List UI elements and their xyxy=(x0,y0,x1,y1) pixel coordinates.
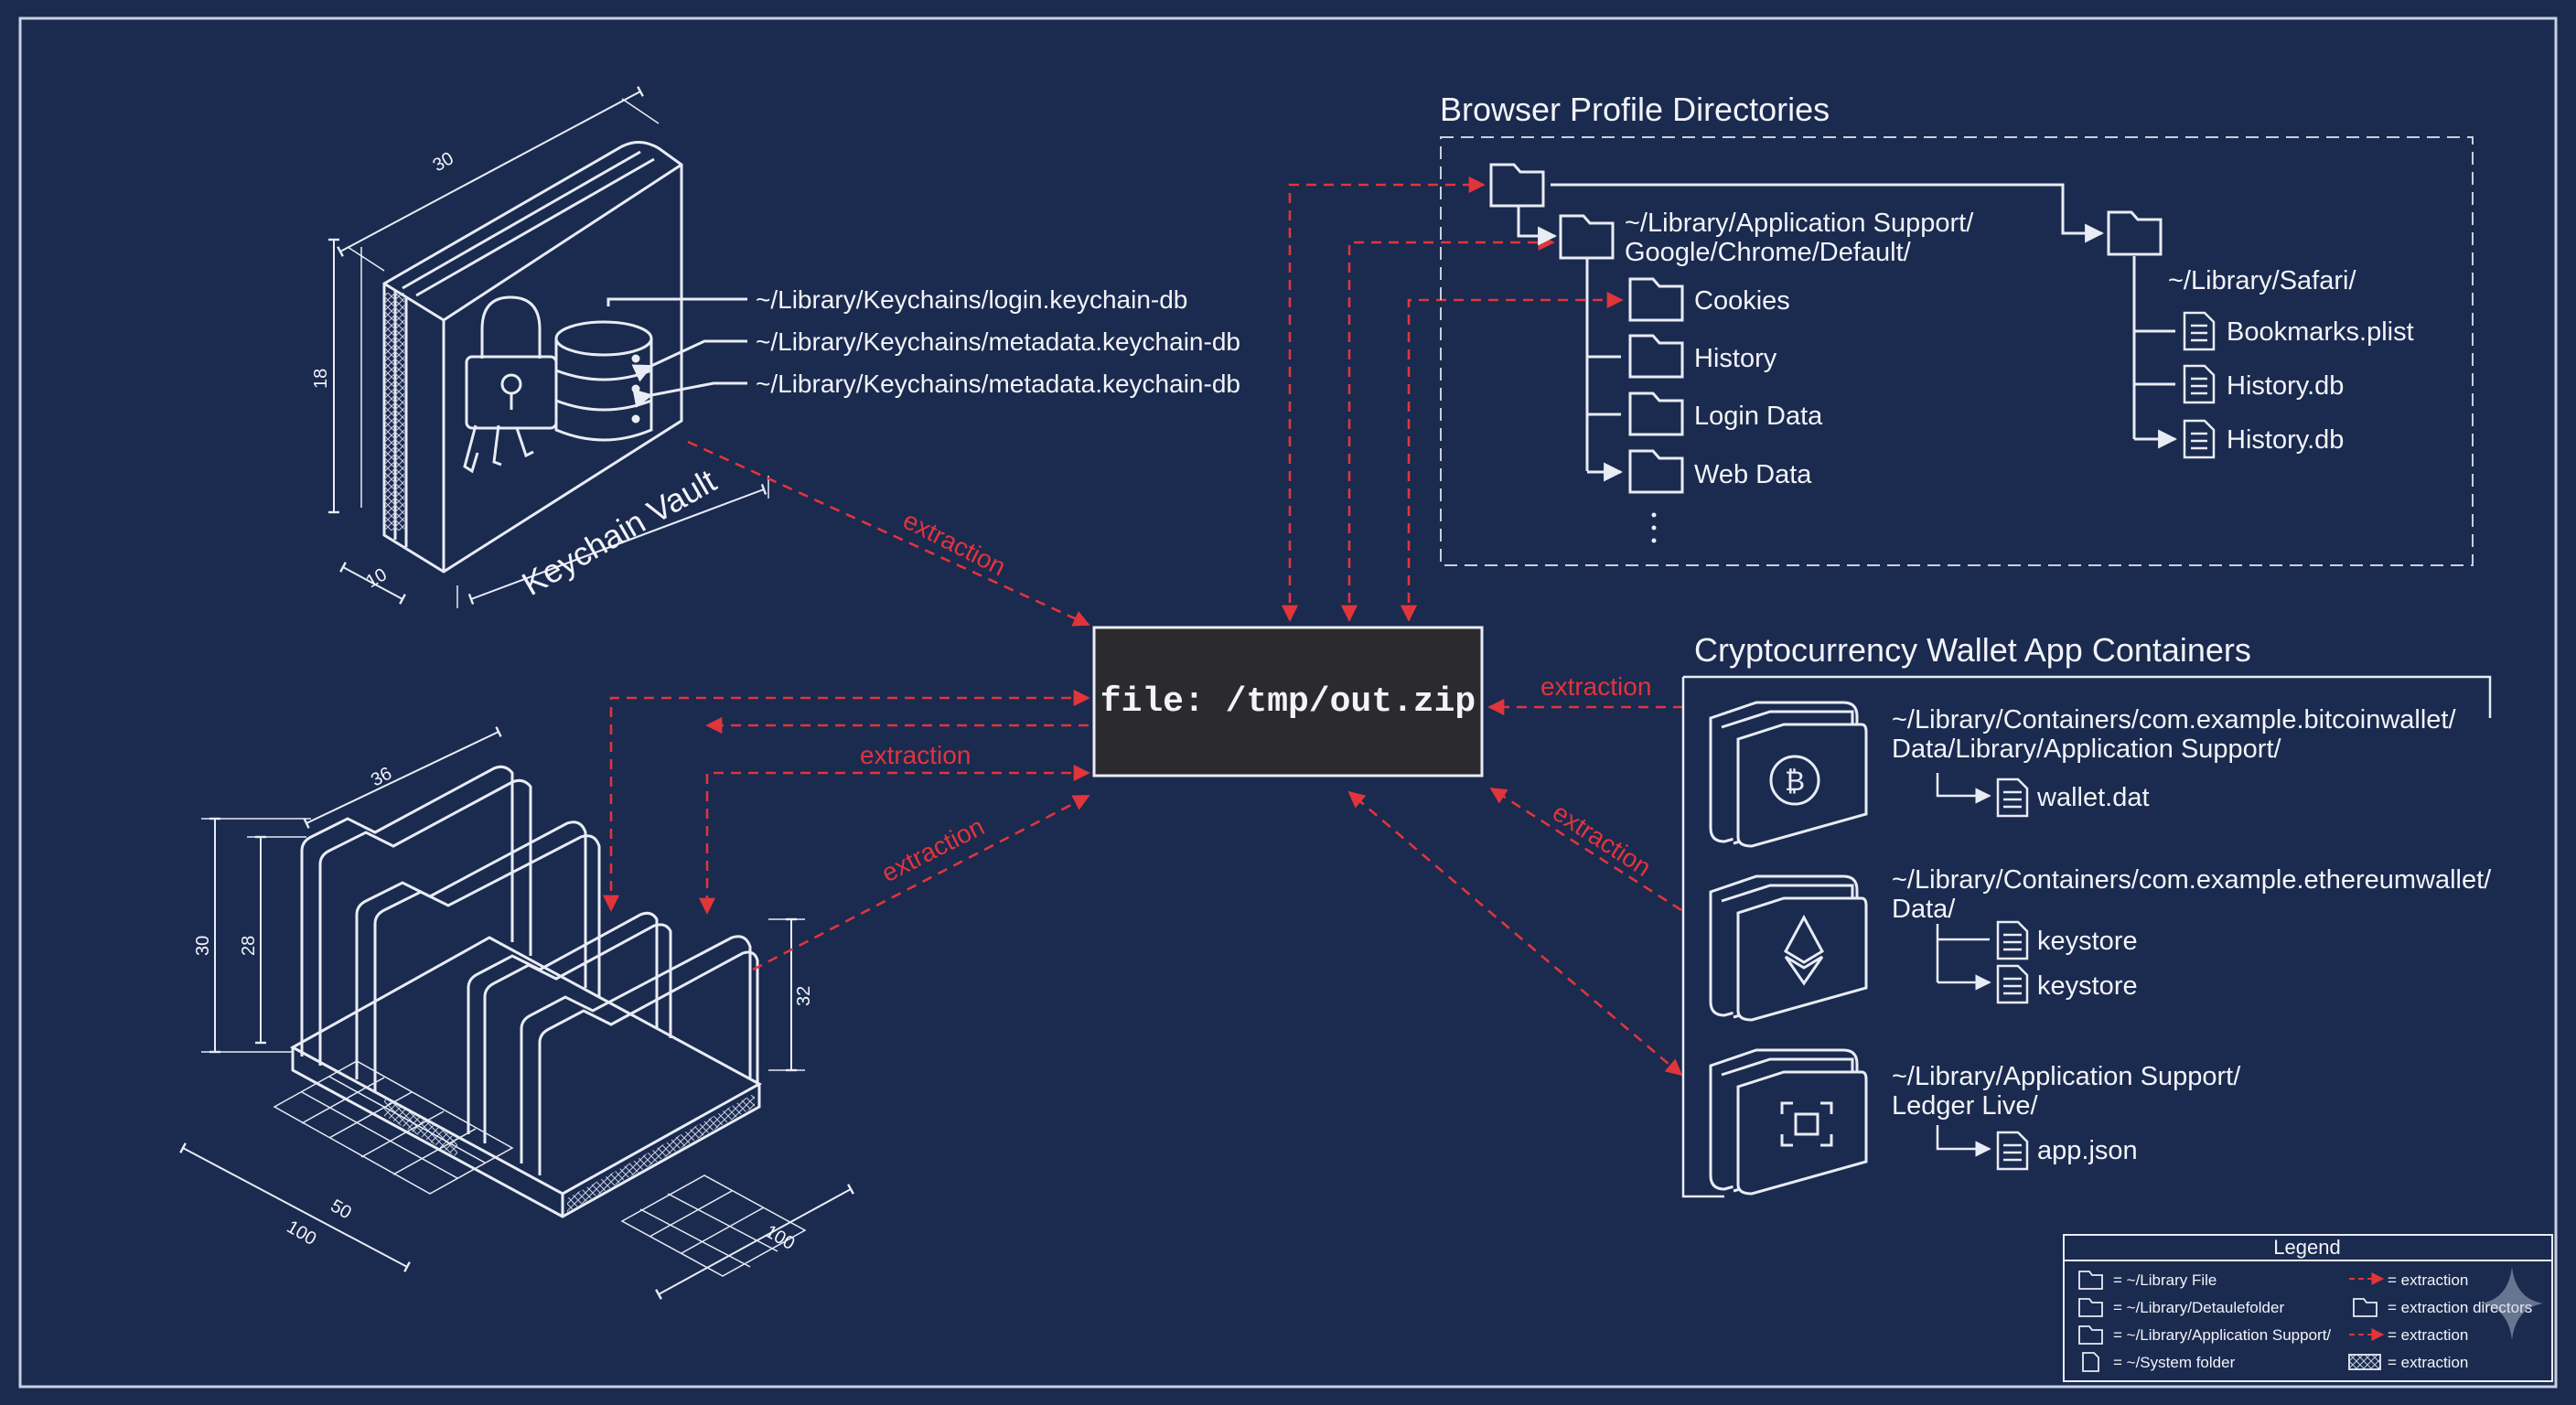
crypto-section-title: Cryptocurrency Wallet App Containers xyxy=(1694,631,2251,669)
folder-icon-safari xyxy=(2107,210,2163,256)
crypto-section-bracket xyxy=(1681,675,2492,1198)
eth-file-keystore-1: keystore xyxy=(2037,927,2138,956)
ellipsis-icon xyxy=(1651,512,1657,543)
file-icon-keystore-2 xyxy=(1996,964,2029,1004)
extraction-arrow-chrome xyxy=(1340,233,1555,622)
chrome-item-cookies: Cookies xyxy=(1694,286,1790,316)
safari-item-history-1: History.db xyxy=(2227,371,2344,401)
folders-dim-top: 36 xyxy=(368,764,395,791)
chrome-item-web-data: Web Data xyxy=(1694,460,1812,489)
extraction-label-folders: extraction xyxy=(860,741,971,769)
extraction-label-folders-diag: extraction xyxy=(877,812,989,888)
keychain-vault-illustration xyxy=(328,86,769,608)
eth-file-keystore-2: keystore xyxy=(2037,971,2138,1001)
zip-output-box xyxy=(1092,626,1484,778)
chrome-item-login-data: Login Data xyxy=(1694,402,1823,431)
legend-right-3: = extraction xyxy=(2388,1326,2468,1344)
keychain-vault-label: Keychain Vault xyxy=(516,462,723,603)
legend-left-2: = ~/Library/Detaulefolder xyxy=(2113,1299,2284,1316)
folder-icon-cookies xyxy=(1628,277,1684,322)
legend: Legend = ~/Library File = ~/Library/Deta… xyxy=(2063,1234,2553,1382)
btc-path-line2: Data/Library/Application Support/ xyxy=(1892,735,2282,764)
extraction-label-crypto: extraction xyxy=(1540,672,1651,701)
file-icon-keystore-1 xyxy=(1996,920,2029,960)
safari-path: ~/Library/Safari/ xyxy=(2168,266,2356,295)
extraction-label-keychain: extraction xyxy=(898,506,1010,582)
keychain-path-1: ~/Library/Keychains/login.keychain-db xyxy=(756,285,1187,314)
folders-dim-right: 32 xyxy=(794,986,814,1006)
folder-icon-history xyxy=(1628,334,1684,379)
legend-right-1: = extraction xyxy=(2388,1271,2468,1289)
outer-frame xyxy=(18,16,2558,1389)
ethereum-icon xyxy=(1783,914,1825,986)
extraction-arrow-eth xyxy=(1489,787,1682,912)
folders-dim-bottom-right: 100 xyxy=(762,1221,799,1254)
extraction-arrow-folders-3 xyxy=(698,764,1090,915)
folders-dim-grid: 50 xyxy=(327,1196,355,1223)
chrome-item-history: History xyxy=(1694,344,1777,373)
safari-item-bookmarks: Bookmarks.plist xyxy=(2227,317,2414,347)
safari-item-history-2: History.db xyxy=(2227,425,2344,455)
folders-dim-left-outer: 30 xyxy=(193,936,213,956)
extraction-arrow-ledger xyxy=(1347,790,1683,1077)
vault-dim-height: 18 xyxy=(311,369,331,389)
vault-dim-width: 30 xyxy=(430,148,457,176)
padlock-icon xyxy=(463,295,558,474)
extraction-arrow-folders-4 xyxy=(752,794,1090,971)
sparkle-watermark-icon xyxy=(2481,1267,2543,1340)
keychain-path-2: ~/Library/Keychains/metadata.keychain-db xyxy=(756,327,1240,356)
folder-icon-login-data xyxy=(1628,391,1684,436)
folder-icon-chrome-default xyxy=(1559,214,1615,260)
file-icon-bookmarks xyxy=(2183,311,2216,351)
ethereum-wallet-card xyxy=(1709,874,1868,1022)
extraction-arrows xyxy=(602,176,1683,1077)
extraction-arrow-keychain xyxy=(687,440,1090,627)
ledger-wallet-card xyxy=(1709,1048,1868,1196)
chrome-path-line2: Google/Chrome/Default/ xyxy=(1625,238,1912,267)
browser-tree-lines xyxy=(1517,183,2175,472)
ledger-file-app-json: app.json xyxy=(2037,1136,2138,1165)
ledger-icon xyxy=(1780,1101,1833,1147)
chrome-path-line1: ~/Library/Application Support/ xyxy=(1625,209,1974,238)
folders-dim-bottom-left: 100 xyxy=(284,1217,320,1249)
bitcoin-wallet-card: ₿ xyxy=(1709,701,1868,848)
folder-icon-web-data xyxy=(1628,449,1684,494)
btc-file-wallet-dat: wallet.dat xyxy=(2036,783,2150,812)
ledger-path-line2: Ledger Live/ xyxy=(1892,1091,2039,1121)
browser-section-box xyxy=(1440,136,2474,566)
extraction-label-eth: extraction xyxy=(1548,798,1657,882)
extraction-arrow-browser-root xyxy=(1281,176,1486,622)
legend-left-4: = ~/System folder xyxy=(2113,1354,2236,1371)
btc-path-line1: ~/Library/Containers/com.example.bitcoin… xyxy=(1892,705,2456,735)
file-icon-app-json xyxy=(1996,1131,2029,1171)
ledger-path-line1: ~/Library/Application Support/ xyxy=(1892,1062,2241,1091)
file-icon-safari-history-2 xyxy=(2183,419,2216,459)
eth-path-line2: Data/ xyxy=(1892,895,1956,924)
file-folders-illustration xyxy=(179,726,854,1300)
legend-right-2: = extraction directors xyxy=(2388,1299,2532,1316)
bitcoin-icon: ₿ xyxy=(1785,767,1805,797)
vault-dim-depth: 10 xyxy=(363,564,391,592)
legend-left-3: = ~/Library/Application Support/ xyxy=(2113,1326,2331,1344)
browser-section-title: Browser Profile Directories xyxy=(1440,91,1830,128)
folders-dim-left-inner: 28 xyxy=(239,936,259,956)
file-icon-wallet-dat xyxy=(1996,778,2029,818)
file-icon-safari-history-1 xyxy=(2183,364,2216,404)
legend-title: Legend xyxy=(2273,1236,2340,1259)
extraction-arrow-folders-1 xyxy=(602,689,1090,912)
folder-icon-browser-root xyxy=(1489,163,1545,208)
database-icon xyxy=(554,320,653,442)
extraction-arrow-cookies xyxy=(1400,291,1624,622)
legend-right-4: = extraction xyxy=(2388,1354,2468,1371)
zip-output-label: file: /tmp/out.zip xyxy=(1100,682,1476,722)
legend-left-1: = ~/Library File xyxy=(2113,1271,2216,1289)
eth-path-line1: ~/Library/Containers/com.example.ethereu… xyxy=(1892,865,2492,895)
keychain-path-3: ~/Library/Keychains/metadata.keychain-db xyxy=(756,370,1240,398)
